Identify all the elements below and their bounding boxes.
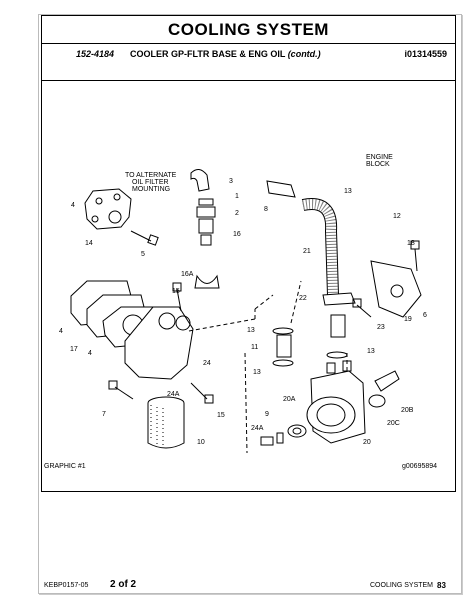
clip-16a	[194, 274, 220, 289]
callout-13a: 13	[344, 188, 352, 195]
header-box: COOLING SYSTEM 152-4184 COOLER GP-FLTR B…	[41, 15, 456, 81]
callout-22: 22	[299, 295, 307, 302]
callout-19: 19	[404, 316, 412, 323]
contd-label: (contd.)	[287, 49, 321, 59]
dashed-connectors	[188, 280, 348, 454]
bracket-19	[370, 260, 422, 318]
footer-page-number: 83	[437, 581, 446, 590]
callout-15a: 15	[172, 288, 180, 295]
callout-20a: 20A	[283, 396, 296, 403]
callout-20b: 20B	[401, 407, 414, 414]
callout-17: 17	[70, 346, 78, 353]
part-description: COOLER GP-FLTR BASE & ENG OIL (contd.)	[130, 49, 321, 59]
bolt-23	[352, 298, 372, 318]
oil-cooler-20	[306, 360, 366, 444]
alt-mount-note-3: MOUNTING	[132, 186, 170, 193]
clamp-22	[322, 292, 356, 306]
exploded-parts-diagram: TO ALTERNATE OIL FILTER MOUNTING ENGINE …	[59, 154, 427, 454]
part-description-text: COOLER GP-FLTR BASE & ENG OIL	[130, 49, 286, 59]
diagram-frame	[41, 81, 456, 492]
callout-16: 16	[233, 231, 241, 238]
footer-page-of: 2 of 2	[110, 579, 137, 590]
engine-block-note-2: BLOCK	[366, 161, 390, 168]
callout-1: 1	[235, 193, 239, 200]
callout-13c: 13	[253, 369, 261, 376]
fitting-20b	[374, 370, 400, 392]
alt-mount-note-2: OIL FILTER	[132, 179, 169, 186]
footer-section: COOLING SYSTEM	[370, 582, 434, 589]
hose-21	[301, 198, 339, 296]
flange-part	[84, 188, 132, 230]
filter-base-24	[124, 306, 194, 380]
bolt-7	[108, 380, 134, 400]
part-subtitle: 152-4184 COOLER GP-FLTR BASE & ENG OIL (…	[42, 46, 455, 64]
callout-7: 7	[102, 411, 106, 418]
oil-filter-10	[147, 396, 185, 449]
page-title: COOLING SYSTEM	[42, 16, 455, 44]
callout-13b: 13	[247, 327, 255, 334]
graphic-label: GRAPHIC #1	[44, 463, 86, 470]
bolt-15-upper	[172, 282, 182, 312]
callout-24: 24	[203, 360, 211, 367]
callout-24a: 24A	[167, 391, 180, 398]
callout-6: 6	[423, 312, 427, 319]
callout-4b: 4	[59, 328, 63, 335]
illustration-id: i01314559	[404, 49, 447, 59]
bolt-18	[410, 240, 420, 272]
bolt-15-lower	[190, 382, 214, 404]
callout-8: 8	[264, 206, 268, 213]
bolt-5	[130, 230, 159, 246]
callout-2: 2	[235, 210, 239, 217]
callout-14: 14	[85, 240, 93, 247]
tube-11	[276, 314, 346, 358]
callout-20: 20	[363, 439, 371, 446]
callout-23: 23	[377, 324, 385, 331]
callout-5: 5	[141, 251, 145, 258]
callout-4a: 4	[71, 202, 75, 209]
callout-11: 11	[251, 344, 258, 351]
callout-24a-2: 24A	[251, 425, 264, 432]
alt-mount-note-1: TO ALTERNATE	[125, 172, 177, 179]
graphic-id: g00695894	[402, 463, 438, 470]
callout-18: 18	[407, 240, 415, 247]
callout-13d: 13	[367, 348, 375, 355]
part-number: 152-4184	[76, 49, 115, 59]
callout-10: 10	[197, 439, 205, 446]
seal-rings-20a	[287, 394, 386, 438]
callout-12: 12	[393, 213, 401, 220]
callout-3: 3	[229, 178, 233, 185]
footer-doc-code: KEBP0157-05	[44, 582, 89, 589]
callout-4c: 4	[88, 350, 92, 357]
callout-20c: 20C	[387, 420, 400, 427]
callout-15b: 15	[217, 412, 225, 419]
upper-elbow	[190, 169, 216, 246]
callout-21: 21	[303, 248, 311, 255]
plug-9	[260, 432, 284, 446]
callout-9: 9	[265, 411, 269, 418]
fitting-8	[266, 180, 296, 198]
callout-16a: 16A	[181, 271, 194, 278]
engine-block-note-1: ENGINE	[366, 154, 393, 161]
